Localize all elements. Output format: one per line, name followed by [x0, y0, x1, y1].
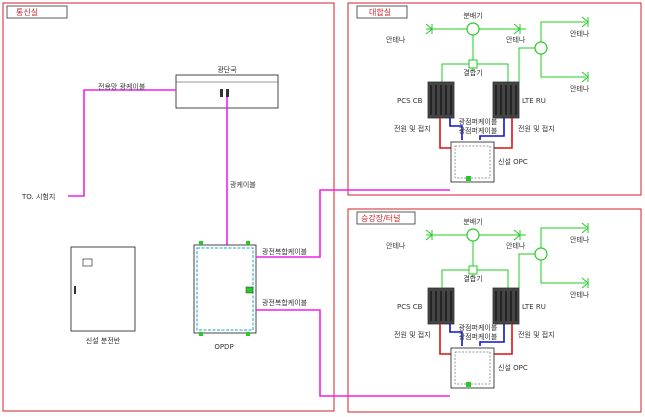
opdp-port — [245, 286, 254, 294]
opc-inner — [454, 145, 491, 179]
panel-handle — [74, 286, 76, 294]
rf-line — [540, 227, 586, 254]
platform-room-frame — [347, 208, 642, 413]
rf-line — [518, 253, 541, 288]
opc-box — [450, 347, 495, 389]
opc-port — [466, 176, 471, 181]
antenna-label: 안테나 — [386, 35, 406, 44]
opdp-label: OPDP — [214, 343, 233, 351]
pcs-cb-label: PCS CB — [397, 303, 423, 311]
optical-terminal-connector — [220, 89, 223, 97]
antenna-label: 안테나 — [570, 290, 590, 299]
antenna-label: 안테나 — [570, 29, 590, 38]
antenna-label: 안테나 — [506, 241, 526, 250]
dedicated-fiber-label: 전용망 광케이블 — [98, 82, 146, 91]
lte-ru-label: LTE RU — [522, 97, 546, 105]
pcs-cb-label: PCS CB — [397, 97, 423, 105]
opdp-clip — [246, 241, 250, 245]
splitter-icon — [466, 228, 480, 242]
power-line — [439, 324, 452, 355]
comm-room-title-box — [6, 5, 68, 19]
antenna-icon — [425, 229, 433, 241]
combiner-icon — [468, 59, 478, 69]
power-line — [494, 324, 513, 355]
antenna-label: 안테나 — [506, 35, 526, 44]
lte-ru-label: LTE RU — [522, 303, 546, 311]
antenna-label: 안테나 — [386, 241, 406, 250]
splitter-icon — [534, 247, 548, 261]
combiner-label: 결합기 — [463, 68, 482, 77]
antenna-icon — [425, 23, 433, 35]
optical-terminal-label: 광단국 — [217, 65, 237, 74]
splitter-label: 분배기 — [463, 11, 482, 20]
waiting-room-title-box — [356, 5, 408, 19]
composite-cable-bottom — [256, 309, 450, 397]
fiber-jumper-label: 광점퍼케이블 — [459, 332, 498, 341]
waiting-room-frame — [347, 2, 642, 196]
power-ground-label: 전원 및 접지 — [394, 124, 431, 133]
composite-cable-bottom-label: 광전복합케이블 — [262, 298, 308, 307]
antenna-icon — [581, 16, 589, 28]
optical-cable-label: 광케이블 — [230, 180, 256, 189]
power-ground-label: 전원 및 접지 — [518, 124, 555, 133]
comm-room-frame — [2, 2, 335, 412]
rf-line — [540, 21, 586, 48]
splitter-label: 분배기 — [463, 217, 482, 226]
platform-room-title: 승강장/터널 — [361, 213, 401, 223]
composite-cable-top — [256, 189, 450, 258]
composite-cable-top-label: 광전복합케이블 — [262, 247, 308, 256]
new-distribution-panel — [70, 246, 136, 332]
dedicated-fiber-line — [68, 89, 176, 197]
fiber-jumper-label: 광점퍼케이블 — [459, 126, 498, 135]
antenna-label: 안테나 — [570, 235, 590, 244]
antenna-icon — [581, 277, 589, 289]
combiner-label: 결합기 — [463, 274, 482, 283]
opc-inner — [454, 351, 491, 385]
fiber-jumper-line — [449, 324, 463, 346]
to-system-label: TO. 시험지 — [21, 192, 55, 201]
fiber-jumper-line — [479, 118, 505, 140]
power-line — [494, 118, 513, 149]
fiber-jumper-label: 광점퍼케이블 — [459, 323, 498, 332]
rf-line — [518, 47, 541, 82]
opc-box — [450, 141, 495, 183]
opdp-clip — [199, 241, 203, 245]
antenna-icon — [513, 229, 521, 241]
splitter-icon — [466, 22, 480, 36]
opc-label: 신설 OPC — [498, 157, 528, 166]
splitter-icon — [534, 41, 548, 55]
opc-label: 신설 OPC — [498, 363, 528, 372]
antenna-icon — [581, 222, 589, 234]
fiber-jumper-line — [479, 324, 505, 346]
antenna-icon — [581, 71, 589, 83]
opdp-box — [193, 244, 257, 334]
power-ground-label: 전원 및 접지 — [518, 330, 555, 339]
optical-terminal-connector — [226, 89, 229, 97]
platform-room-title-box — [356, 211, 416, 225]
fiber-jumper-label: 광점퍼케이블 — [459, 117, 498, 126]
fiber-jumper-line — [449, 118, 463, 140]
opdp-clip — [199, 332, 203, 336]
comm-room-title: 통신실 — [16, 7, 38, 17]
combiner-icon — [468, 265, 478, 275]
panel-indicator — [82, 258, 93, 267]
antenna-icon — [513, 23, 521, 35]
rf-line — [540, 254, 586, 284]
rf-line — [540, 48, 586, 78]
opc-port — [466, 382, 471, 387]
power-ground-label: 전원 및 접지 — [394, 330, 431, 339]
power-line — [439, 118, 452, 149]
waiting-room-title: 대합실 — [369, 7, 391, 17]
new-distribution-panel-label: 신설 분전반 — [86, 336, 121, 345]
antenna-label: 안테나 — [570, 84, 590, 93]
opdp-clip — [246, 332, 250, 336]
